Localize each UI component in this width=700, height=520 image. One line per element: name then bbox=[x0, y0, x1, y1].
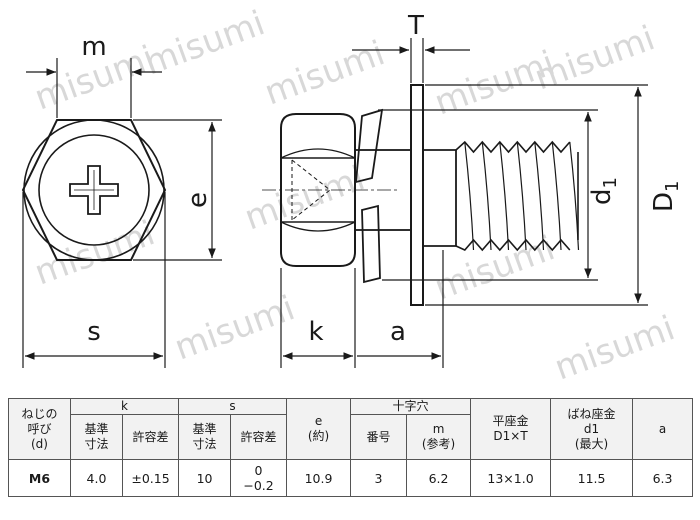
cell-cross-m: 6.2 bbox=[406, 459, 472, 497]
thread-crest-line bbox=[499, 141, 510, 251]
screw-side-view bbox=[280, 84, 457, 306]
dim-T-label: T bbox=[407, 11, 424, 41]
dim-a-label: a bbox=[390, 317, 406, 347]
cell-cross-number: 3 bbox=[350, 459, 408, 497]
thread-crest-line bbox=[569, 141, 580, 251]
cell-s-tolerance: 0 −0.2 bbox=[230, 459, 288, 497]
dim-D1-label: D1 bbox=[649, 181, 683, 212]
subheader-k-tolerance: 許容差 bbox=[121, 414, 180, 460]
svg-text:misumi: misumi bbox=[549, 308, 680, 388]
dim-m bbox=[26, 58, 162, 118]
dim-s bbox=[22, 192, 166, 368]
hex-head-front-view bbox=[21, 119, 167, 261]
svg-text:misumi: misumi bbox=[29, 213, 160, 293]
spec-header-row-2: 基準 寸法 許容差 基準 寸法 許容差 番号 m (参考) bbox=[9, 414, 693, 460]
cell-e: 10.9 bbox=[286, 459, 352, 497]
dim-e bbox=[133, 119, 222, 261]
thread-crest-line bbox=[534, 141, 545, 251]
dim-m-label: m bbox=[81, 32, 106, 62]
spec-header-row-1: ねじの 呼び (d) k s e (約) 十字穴 平座金 D1×T ばね座金 d… bbox=[8, 398, 694, 460]
dim-d1 bbox=[378, 109, 598, 281]
cell-spring-washer: 11.5 bbox=[550, 459, 634, 497]
technical-drawing: misumi misumi misumi misumi misumi misum… bbox=[21, 3, 683, 388]
dim-D1 bbox=[425, 84, 648, 306]
header-spring-washer: ばね座金 d1 (最大) bbox=[550, 398, 634, 460]
screw-drawing-svg: misumi misumi misumi misumi misumi misum… bbox=[21, 3, 683, 388]
cell-k-tolerance: ±0.15 bbox=[121, 459, 180, 497]
dim-a bbox=[357, 250, 444, 368]
thread-crest-line bbox=[481, 141, 492, 251]
header-a: a bbox=[632, 398, 694, 460]
thread-profile bbox=[455, 140, 571, 154]
screw-threads bbox=[455, 140, 580, 252]
header-e: e (約) bbox=[286, 398, 352, 460]
spec-table: ねじの 呼び (d) k s e (約) 十字穴 平座金 D1×T ばね座金 d… bbox=[8, 398, 694, 497]
subheader-cross-m: m (参考) bbox=[406, 414, 472, 460]
subheader-cross-number: 番号 bbox=[350, 414, 408, 460]
thread-crest-line bbox=[516, 141, 527, 251]
svg-text:misumi: misumi bbox=[429, 228, 560, 308]
header-nominal: ねじの 呼び (d) bbox=[8, 398, 71, 460]
cell-s-standard: 10 bbox=[178, 459, 232, 497]
cell-k-standard: 4.0 bbox=[70, 459, 123, 497]
dim-d1-label: d1 bbox=[587, 177, 621, 205]
dim-s-label: s bbox=[87, 317, 101, 347]
header-flat-washer: 平座金 D1×T bbox=[470, 398, 552, 460]
cell-a: 6.3 bbox=[632, 459, 694, 497]
header-s: s bbox=[178, 398, 288, 415]
header-k: k bbox=[69, 398, 180, 415]
thread-crest-line bbox=[551, 141, 562, 251]
svg-text:misumi: misumi bbox=[169, 288, 300, 368]
thread-profile bbox=[455, 238, 571, 252]
subheader-s-standard: 基準 寸法 bbox=[178, 414, 232, 460]
dim-k-label: k bbox=[308, 317, 323, 347]
svg-text:misumi: misumi bbox=[259, 33, 390, 113]
subheader-s-tolerance: 許容差 bbox=[230, 414, 288, 460]
cell-size: M6 bbox=[8, 459, 71, 497]
cell-flat-washer: 13×1.0 bbox=[470, 459, 552, 497]
table-row: M6 4.0 ±0.15 10 0 −0.2 10.9 3 6.2 13×1.0… bbox=[8, 459, 694, 497]
subheader-k-standard: 基準 寸法 bbox=[70, 414, 123, 460]
dim-T bbox=[352, 38, 470, 83]
thread-crest-line bbox=[464, 141, 475, 251]
dim-e-label: e bbox=[183, 192, 213, 208]
header-cross-recess: 十字穴 bbox=[350, 398, 472, 415]
dim-k bbox=[280, 268, 356, 368]
svg-text:misumi: misumi bbox=[529, 18, 660, 98]
